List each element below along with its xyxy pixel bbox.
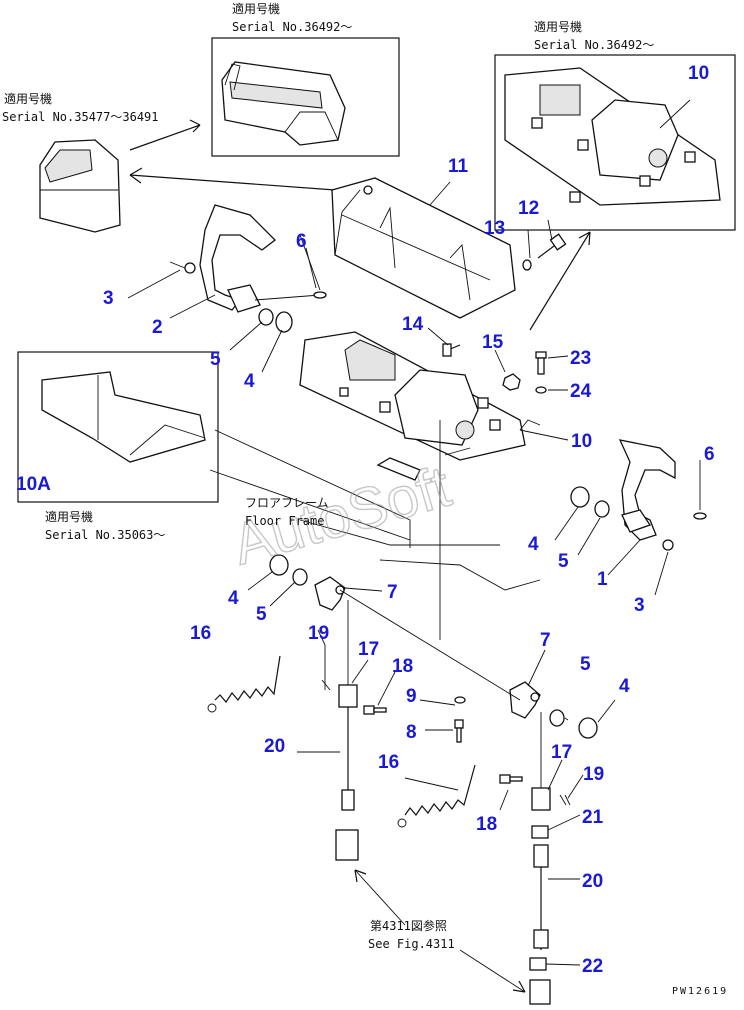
callout-label: 23 <box>570 348 591 369</box>
callout-label: 10 <box>571 431 592 452</box>
figure-code: PW12619 <box>672 986 728 997</box>
callout-label: 9 <box>406 686 417 707</box>
rod-20-left <box>335 600 359 861</box>
pedal-2 <box>169 204 327 313</box>
pin-19-left <box>321 645 331 691</box>
callout-label: 6 <box>704 444 715 465</box>
bushing-5-right <box>594 500 610 518</box>
callout-labels: 1 2 3 3 4 4 4 4 5 5 5 5 6 6 7 7 8 9 10 1… <box>16 63 715 977</box>
lever-7-right <box>509 681 541 719</box>
washer-13 <box>522 259 532 271</box>
bracket-plate-inset <box>504 67 721 206</box>
bolt-23 <box>535 351 547 375</box>
bushing-4-lower-left <box>269 554 289 576</box>
callout-label: 4 <box>528 534 539 555</box>
nut-15 <box>502 373 521 391</box>
cover-11 <box>331 177 516 319</box>
washer-24 <box>535 386 547 394</box>
callout-label: 3 <box>103 288 114 309</box>
callout-label: 5 <box>256 604 267 625</box>
inset-box-top-right <box>494 54 736 231</box>
bolt-18-right <box>499 774 523 784</box>
callout-label: 8 <box>406 722 417 743</box>
callout-label: 19 <box>583 764 604 785</box>
note-top-center-line2: Serial No.36492～ <box>232 20 352 34</box>
callout-label: 24 <box>570 381 592 402</box>
callout-label: 4 <box>244 371 255 392</box>
note-top-center-line1: 適用号機 <box>232 1 280 16</box>
callout-label: 5 <box>580 654 591 675</box>
callout-label: 11 <box>448 156 469 177</box>
bushing-5-lower-left <box>292 568 308 586</box>
link-shaft <box>339 589 521 701</box>
bushing-4-lower-right <box>578 717 598 739</box>
note-mid-left-line1: 適用号機 <box>45 509 93 524</box>
rod-20-right <box>529 712 551 1005</box>
bushing-5-left <box>258 308 274 326</box>
leader-lines <box>127 99 701 966</box>
floor-plate-inset <box>41 371 206 463</box>
pin-19-right <box>559 794 571 806</box>
floor-frame <box>214 420 541 640</box>
callout-label: 5 <box>210 349 221 370</box>
callout-label: 2 <box>152 317 163 338</box>
spring-16-right <box>397 764 476 828</box>
pedal-1 <box>618 439 707 551</box>
cover-variant-old <box>39 139 121 233</box>
callout-label: 13 <box>484 218 505 239</box>
bushing-4-left <box>275 311 293 333</box>
callout-label: 22 <box>582 956 603 977</box>
callout-label: 3 <box>634 595 645 616</box>
callout-label: 10A <box>16 474 51 495</box>
bushing-5-lower-right <box>549 709 565 727</box>
note-top-right-line2: Serial No.36492～ <box>534 38 654 52</box>
callout-label: 4 <box>228 588 239 609</box>
bolt-8 <box>454 719 464 743</box>
callout-label: 20 <box>264 736 285 757</box>
bolt-14 <box>442 343 461 357</box>
note-see-fig-line2: See Fig.4311 <box>368 937 455 951</box>
callout-label: 7 <box>540 630 551 651</box>
callout-label: 1 <box>597 569 608 590</box>
callout-label: 18 <box>476 814 497 835</box>
callout-label: 5 <box>558 551 569 572</box>
callout-label: 19 <box>308 623 329 644</box>
note-top-right-line1: 適用号機 <box>534 19 582 34</box>
note-mid-left-line2: Serial No.35063～ <box>45 528 165 542</box>
callout-label: 16 <box>190 623 211 644</box>
callout-label: 17 <box>551 742 572 763</box>
bushing-4-right <box>570 486 590 508</box>
callout-label: 20 <box>582 871 603 892</box>
callout-label: 10 <box>688 63 709 84</box>
note-floor-frame-line2: Floor Frame <box>245 514 324 528</box>
callout-label: 21 <box>582 807 604 828</box>
callout-label: 12 <box>518 198 539 219</box>
inset-box-top-center <box>211 37 400 157</box>
note-see-fig-line1: 第4311図参照 <box>370 918 447 933</box>
washer-9 <box>454 696 466 704</box>
note-floor-frame-line1: フロアフレーム <box>245 496 329 510</box>
callout-label: 14 <box>402 314 424 335</box>
callout-label: 7 <box>387 582 398 603</box>
callout-label: 16 <box>378 752 399 773</box>
bolt-18-left <box>363 705 387 715</box>
note-top-left-line1: 適用号機 <box>4 91 52 106</box>
note-top-left-line2: Serial No.35477～36491 <box>2 110 159 124</box>
inset-box-mid-left <box>17 351 219 503</box>
bolt-12 <box>537 233 567 259</box>
callout-label: 18 <box>392 656 413 677</box>
spring-16-left <box>207 655 281 713</box>
callout-label: 15 <box>482 332 504 353</box>
bracket-plate-10 <box>299 331 541 481</box>
callout-label: 6 <box>296 231 307 252</box>
cover-variant-new <box>221 61 346 146</box>
lever-7-left <box>314 576 346 611</box>
callout-label: 17 <box>358 639 379 660</box>
callout-label: 4 <box>619 676 630 697</box>
